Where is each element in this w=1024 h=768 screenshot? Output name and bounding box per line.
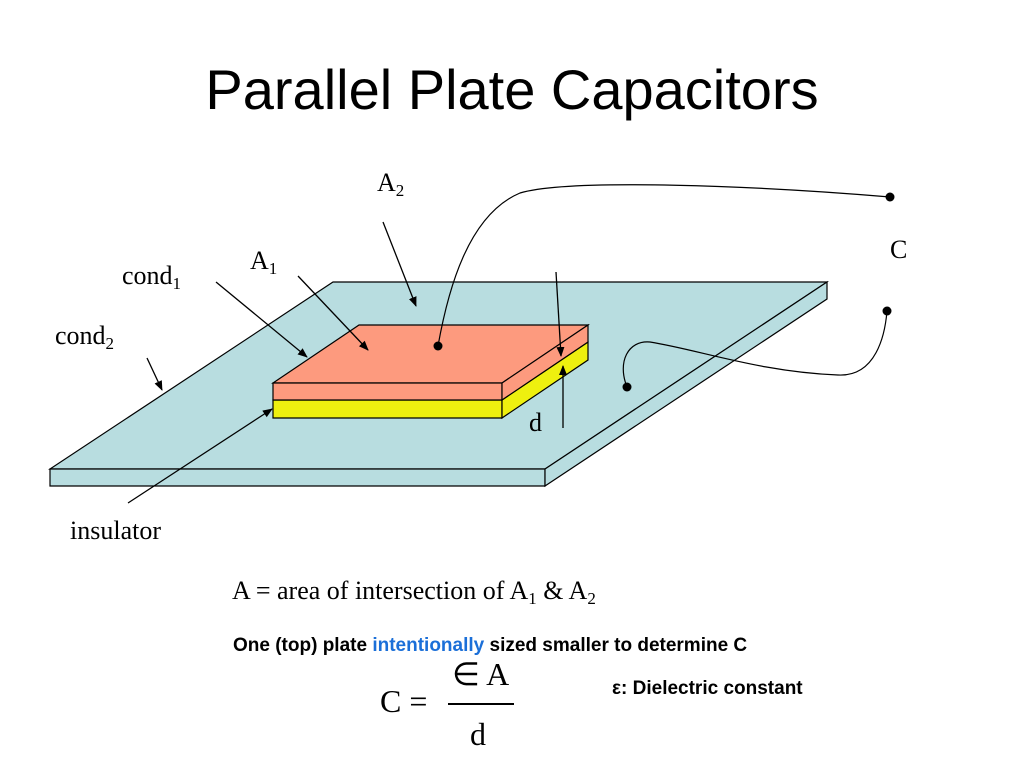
cond1-pointer-arrow xyxy=(215,281,308,358)
label-insulator: insulator xyxy=(70,516,161,545)
slide-title: Parallel Plate Capacitors xyxy=(205,58,819,121)
top-plate-front xyxy=(272,382,503,401)
label-cond2-sub: 2 xyxy=(105,334,115,353)
insulator-front xyxy=(272,399,503,419)
plate-size-note-after: sized smaller to determine C xyxy=(484,635,748,656)
base-plate-side xyxy=(544,280,828,488)
c-terminal-bottom-dot xyxy=(882,306,892,316)
bottom-lead-wire xyxy=(622,310,888,388)
c-terminal-top-dot xyxy=(885,192,895,202)
label-a2-sub: 2 xyxy=(395,181,405,200)
label-c-terminal: C xyxy=(890,235,908,264)
formula-lhs: C = xyxy=(380,683,428,719)
plate-size-note-highlight: intentionally xyxy=(372,635,485,656)
a2-pointer-arrow xyxy=(382,221,417,307)
formula-fraction-bar xyxy=(448,703,514,705)
label-a1: A1 xyxy=(250,246,277,278)
plate-size-note-before: One (top) plate xyxy=(233,635,373,656)
label-a1-sub: 1 xyxy=(268,259,278,278)
top-plate-side xyxy=(501,323,589,402)
a1-pointer-arrow xyxy=(297,275,369,351)
formula-denominator: d xyxy=(470,716,486,752)
top-plate-terminal-dot xyxy=(433,341,443,351)
formula-numerator: ∈ A xyxy=(452,656,510,692)
cond2-pointer-arrow xyxy=(146,357,163,391)
label-cond1-base: cond xyxy=(122,261,173,290)
label-cond2-base: cond xyxy=(55,321,106,350)
base-plate-terminal-dot xyxy=(622,382,632,392)
label-cond1: cond1 xyxy=(122,261,181,293)
label-a2: A2 xyxy=(377,168,404,200)
plate-size-note: One (top) plate intentionally sized smal… xyxy=(233,636,747,655)
d-upper-arrow xyxy=(555,271,565,357)
label-a1-base: A xyxy=(250,246,269,275)
area-definition: A = area of intersection of A1 & A2 xyxy=(232,576,596,608)
area-definition-amp: & A xyxy=(536,576,588,605)
label-d: d xyxy=(529,408,542,437)
area-definition-prefix: A = area of intersection of A xyxy=(232,576,529,605)
top-lead-wire xyxy=(437,184,891,347)
area-definition-sub1: 1 xyxy=(528,589,537,608)
area-definition-sub2: 2 xyxy=(587,589,596,608)
epsilon-note: ε: Dielectric constant xyxy=(612,678,803,699)
label-cond2: cond2 xyxy=(55,321,114,353)
label-a2-base: A xyxy=(377,168,396,197)
base-plate-front xyxy=(49,468,546,487)
label-cond1-sub: 1 xyxy=(172,274,182,293)
insulator-pointer-arrow xyxy=(127,408,273,504)
